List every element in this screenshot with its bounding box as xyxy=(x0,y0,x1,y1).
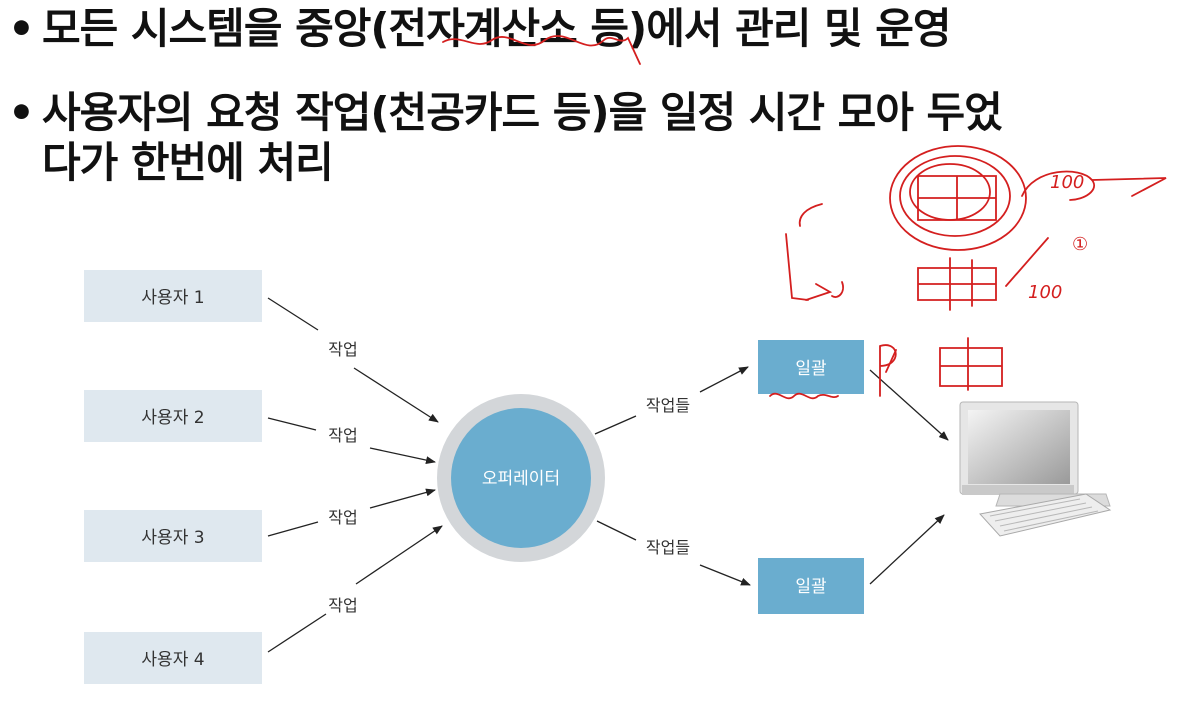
user-box-label: 사용자 4 xyxy=(141,650,204,670)
bullet-text: 사용자의 요청 작업(천공카드 등)을 일정 시간 모아 두었 xyxy=(42,88,1003,137)
batch-label: 일괄 xyxy=(795,359,826,379)
job-arrow-2 xyxy=(369,447,436,465)
arrow-segment xyxy=(267,417,317,431)
handwritten-number: ① xyxy=(1072,234,1088,255)
bullet-continuation: 다가 한번에 처리 xyxy=(42,138,334,187)
job-arrow-4 xyxy=(355,525,443,585)
batch-arrow-2 xyxy=(699,564,751,586)
batch-box-1: 일괄 xyxy=(758,340,864,394)
job-arrow-1 xyxy=(353,367,439,423)
bullet-dot: • xyxy=(8,88,35,137)
arrow-segment xyxy=(267,297,319,331)
user-box-3: 사용자 3 xyxy=(84,510,262,562)
squiggle-under-batch xyxy=(769,392,839,400)
user-box-4: 사용자 4 xyxy=(84,632,262,684)
card-stack-sketch xyxy=(917,257,997,311)
arrow-segment xyxy=(267,613,327,653)
batch-arrows xyxy=(594,366,751,586)
batch-arrow-1 xyxy=(699,366,749,393)
user-box-label: 사용자 1 xyxy=(141,288,204,308)
bullet-dot: • xyxy=(8,4,35,53)
job-arrows xyxy=(267,297,443,653)
edge-label-jobs: 작업들 xyxy=(646,538,690,557)
edge-label-job: 작업 xyxy=(328,508,357,527)
computer-arrows xyxy=(869,369,949,585)
card-sketch-small xyxy=(939,337,1003,391)
user-box-label: 사용자 3 xyxy=(141,528,204,548)
user-box-2: 사용자 2 xyxy=(84,390,262,442)
bullet-item: •모든 시스템을 중앙(전자계산소 등)에서 관리 및 운영 xyxy=(8,2,952,56)
user-box-1: 사용자 1 xyxy=(84,270,262,322)
batch-box-2: 일괄 xyxy=(758,558,864,614)
arrow-segment xyxy=(267,521,319,537)
edge-label-jobs: 작업들 xyxy=(646,396,690,415)
operator-node: 오퍼레이터 xyxy=(437,394,605,562)
bracket-mark xyxy=(798,203,823,227)
handwritten-numbers: 100 100 ① xyxy=(1028,172,1088,303)
handwritten-annotations xyxy=(442,35,1167,400)
batch-label: 일괄 xyxy=(795,577,826,597)
handwritten-number: 100 xyxy=(1028,282,1062,303)
operator-label: 오퍼레이터 xyxy=(482,469,560,489)
bullet-text: 모든 시스템을 중앙(전자계산소 등)에서 관리 및 운영 xyxy=(42,4,952,53)
user-box-label: 사용자 2 xyxy=(141,408,204,428)
handwritten-number: 100 xyxy=(1050,172,1084,193)
bullet-item: •사용자의 요청 작업(천공카드 등)을 일정 시간 모아 두었 xyxy=(8,86,1003,140)
edge-label-job: 작업 xyxy=(328,426,357,445)
job-arrow-3 xyxy=(369,488,436,509)
underline-scribble xyxy=(442,35,641,65)
computer-icon xyxy=(959,401,1112,537)
edge-label-job: 작업 xyxy=(328,596,357,615)
edge-label-job: 작업 xyxy=(328,340,357,359)
